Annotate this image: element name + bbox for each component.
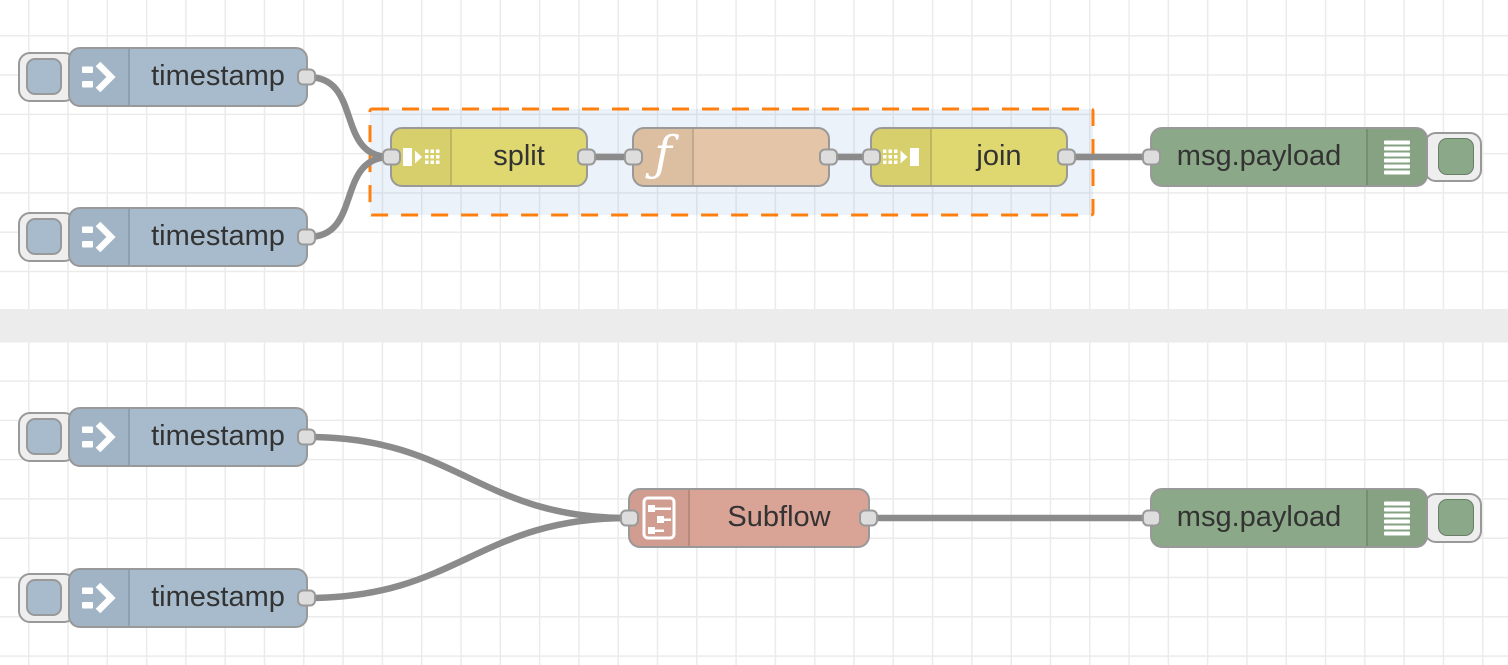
debug-list-icon <box>1366 129 1426 185</box>
node-label: Subflow <box>727 500 831 533</box>
split-node[interactable]: split <box>382 127 596 187</box>
node-label: split <box>493 139 545 172</box>
node-label: timestamp <box>151 580 285 613</box>
input-port[interactable] <box>620 509 639 527</box>
inject-node-1[interactable]: timestamp <box>68 47 316 107</box>
debug-node-2[interactable]: msg.payload <box>1142 488 1428 548</box>
wire-inject2-split[interactable] <box>304 153 394 241</box>
join-node[interactable]: join <box>862 127 1076 187</box>
debug-list-icon <box>1366 490 1426 546</box>
input-port[interactable] <box>382 148 401 166</box>
debug-toggle-inner[interactable] <box>1438 138 1474 175</box>
function-icon: ƒ <box>634 129 694 185</box>
inject-button[interactable] <box>18 52 76 102</box>
inject-button-inner[interactable] <box>26 579 62 616</box>
wire-inject3-subflow[interactable] <box>304 433 632 522</box>
inject-arrow-icon <box>70 570 130 626</box>
inject-node-4[interactable]: timestamp <box>68 568 316 628</box>
output-port[interactable] <box>297 589 316 607</box>
debug-toggle-button[interactable] <box>1424 132 1482 182</box>
inject-arrow-icon <box>70 409 130 465</box>
join-icon <box>872 129 932 185</box>
split-icon <box>392 129 452 185</box>
function-node[interactable]: ƒ <box>624 127 838 187</box>
inject-button-inner[interactable] <box>26 218 62 255</box>
output-port[interactable] <box>819 148 838 166</box>
output-port[interactable] <box>297 428 316 446</box>
wire-inject4-subflow[interactable] <box>304 514 632 602</box>
input-port[interactable] <box>1142 148 1161 166</box>
section-divider <box>0 309 1508 341</box>
node-label: timestamp <box>151 59 285 92</box>
debug-toggle-button[interactable] <box>1424 493 1482 543</box>
inject-node-2[interactable]: timestamp <box>68 207 316 267</box>
input-port[interactable] <box>624 148 643 166</box>
node-label: timestamp <box>151 219 285 252</box>
node-label: msg.payload <box>1176 139 1342 172</box>
node-label: join <box>976 139 1022 172</box>
inject-button[interactable] <box>18 212 76 262</box>
subflow-node[interactable]: Subflow <box>620 488 878 548</box>
input-port[interactable] <box>1142 509 1161 527</box>
inject-button[interactable] <box>18 412 76 462</box>
wire-inject1-split[interactable] <box>304 73 394 161</box>
inject-arrow-icon <box>70 49 130 105</box>
output-port[interactable] <box>297 228 316 246</box>
input-port[interactable] <box>862 148 881 166</box>
inject-node-3[interactable]: timestamp <box>68 407 316 467</box>
output-port[interactable] <box>297 68 316 86</box>
subflow-icon <box>630 490 690 546</box>
node-label <box>694 129 828 185</box>
inject-button-inner[interactable] <box>26 58 62 95</box>
inject-arrow-icon <box>70 209 130 265</box>
debug-node-1[interactable]: msg.payload <box>1142 127 1428 187</box>
output-port[interactable] <box>577 148 596 166</box>
node-label: msg.payload <box>1176 500 1342 533</box>
debug-toggle-inner[interactable] <box>1438 499 1474 536</box>
inject-button-inner[interactable] <box>26 418 62 455</box>
node-label: timestamp <box>151 419 285 452</box>
output-port[interactable] <box>1057 148 1076 166</box>
output-port[interactable] <box>859 509 878 527</box>
